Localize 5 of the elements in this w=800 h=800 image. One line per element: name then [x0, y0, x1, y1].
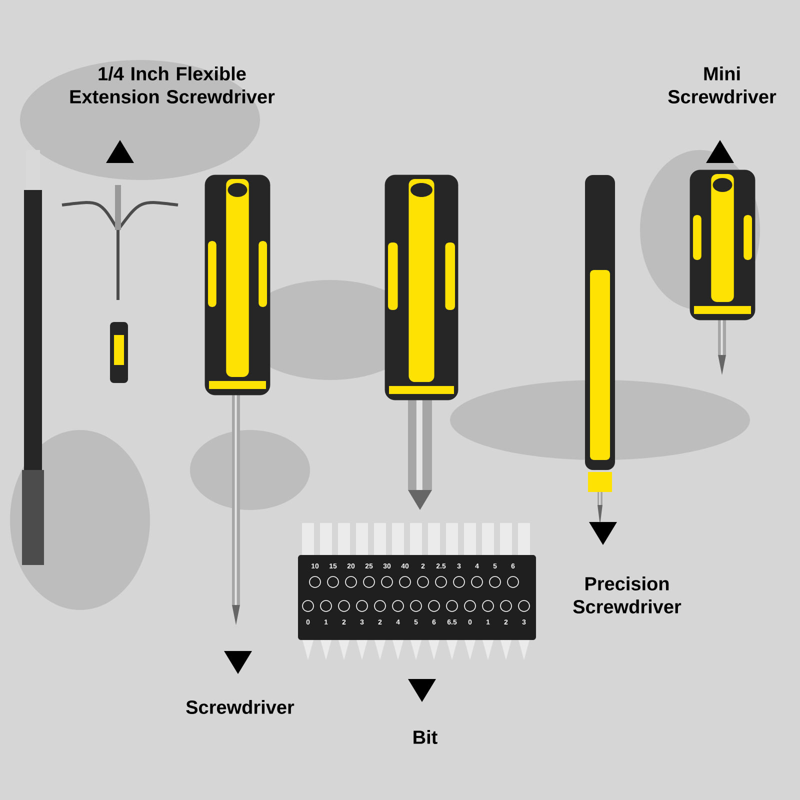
- caption: Bit: [414, 730, 438, 744]
- caption: Screwdriver: [186, 700, 294, 714]
- caption: Mini Screwdriver: [668, 66, 776, 104]
- caption: 1/4 Inch Flexible Extension Screwdriver: [70, 66, 275, 104]
- caption: Precision Screwdriver: [573, 576, 682, 614]
